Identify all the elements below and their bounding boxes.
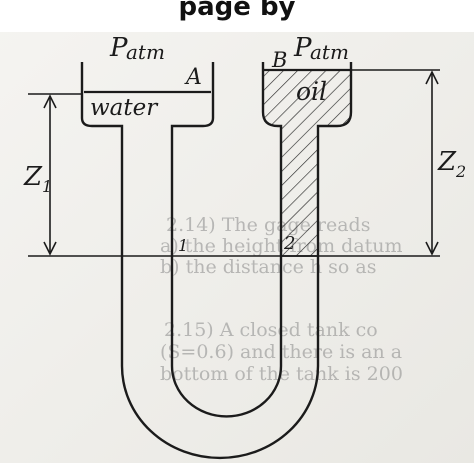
- z1-label: Z: [23, 162, 43, 192]
- point-1-label: 1: [178, 236, 188, 255]
- oil-region: [263, 70, 351, 256]
- right-pressure-label: P: [293, 33, 312, 63]
- z1-arrow-up: [43, 94, 57, 109]
- point-a-label: A: [184, 65, 202, 90]
- z2-subscript: 2: [455, 162, 466, 181]
- z2-label: Z: [437, 147, 457, 177]
- water-label: water: [90, 95, 159, 121]
- z2-arrow-up: [425, 70, 439, 85]
- u-bend-inner: [170, 365, 283, 418]
- left-reservoir-inner-wall: [170, 62, 215, 366]
- right-reservoir-outer-wall: [316, 62, 353, 366]
- z1-arrow-down: [43, 241, 57, 256]
- right-pressure-subscript: atm: [310, 40, 349, 64]
- point-b-label: B: [271, 48, 287, 72]
- u-bend-outer: [120, 365, 320, 460]
- bg-line-3: b) the distance h so as: [160, 256, 376, 278]
- bg-line-4: 2.15) A closed tank co: [164, 319, 378, 341]
- left-pressure-subscript: atm: [126, 40, 165, 64]
- right-reservoir-inner-wall: [261, 62, 283, 366]
- cropped-page-title: page by: [0, 0, 474, 32]
- point-2-label: 2: [283, 233, 295, 254]
- z2-arrow-down: [425, 241, 439, 256]
- oil-label: oil: [296, 77, 327, 106]
- z1-subscript: 1: [42, 177, 52, 196]
- bg-line-1: 2.14) The gage reads: [166, 214, 370, 236]
- left-pressure-label: P: [109, 33, 128, 63]
- left-reservoir-outer-wall: [80, 62, 124, 366]
